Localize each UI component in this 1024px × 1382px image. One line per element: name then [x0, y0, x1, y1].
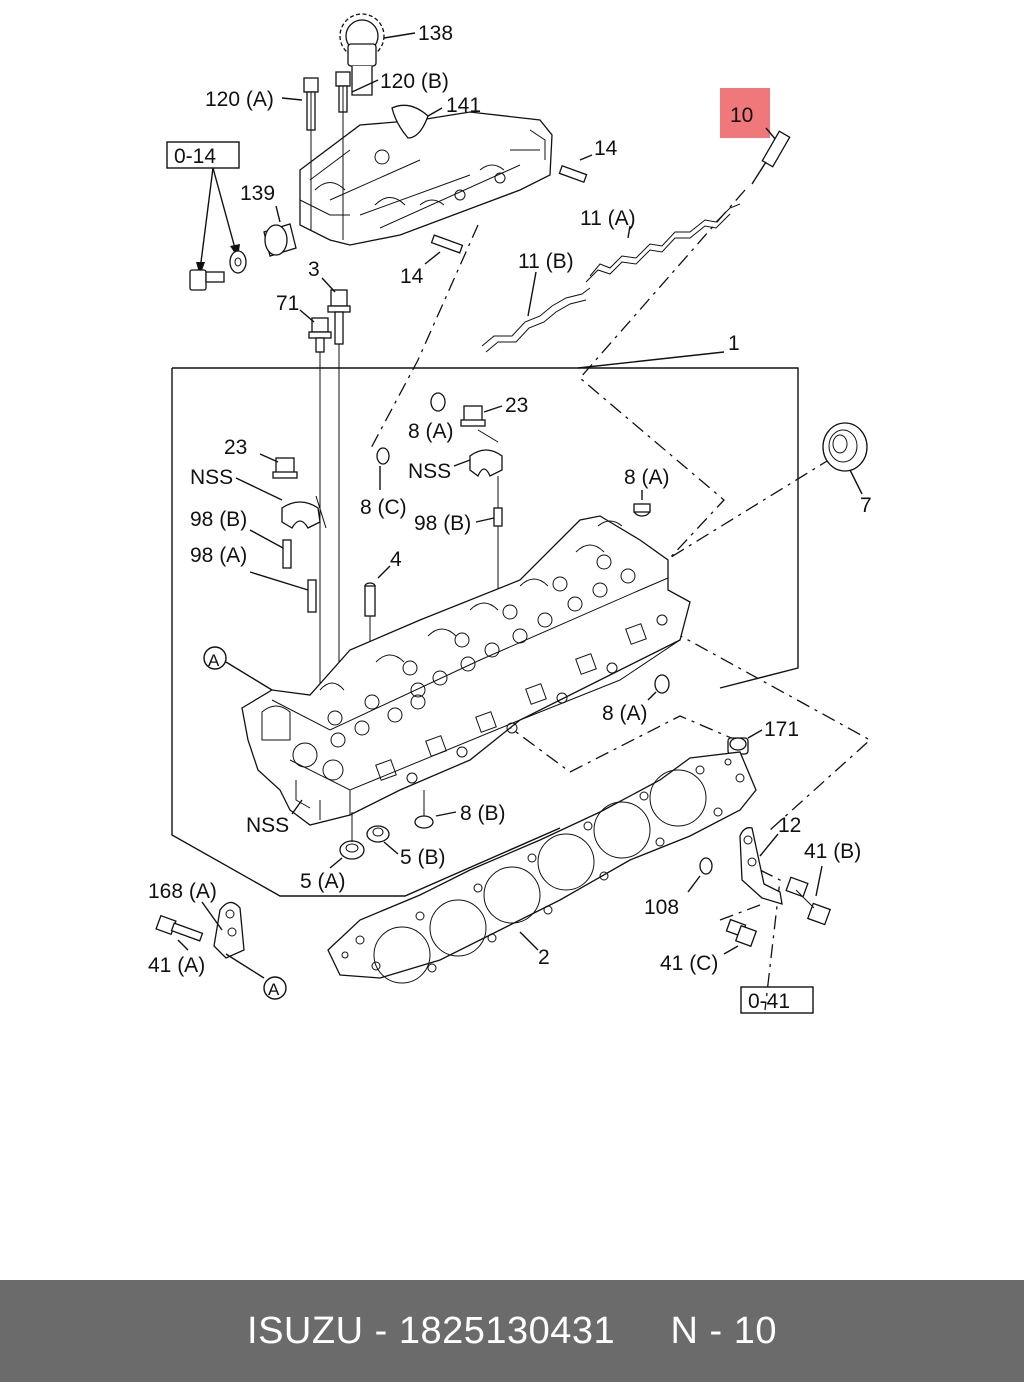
label-23-right: 23 [505, 394, 528, 417]
label-5b: 5 (B) [400, 846, 446, 869]
label-41a: 41 (A) [148, 954, 205, 977]
bolt-0-14 [189, 269, 225, 291]
nut-23-right [460, 405, 486, 427]
label-11a: 11 (A) [580, 207, 636, 230]
cap-139 [263, 223, 297, 257]
label-141: 141 [446, 94, 481, 117]
label-23-left: 23 [224, 436, 247, 459]
label-14-lower: 14 [400, 265, 424, 288]
label-98a: 98 (A) [190, 544, 247, 567]
bolt-71 [308, 317, 332, 700]
bracket-nss-left [281, 495, 327, 529]
camshaft-carrier [299, 111, 553, 246]
seal-108 [699, 857, 713, 875]
washer-0-14 [229, 250, 247, 274]
label-98b-left: 98 (B) [190, 508, 247, 531]
bracket-12 [739, 827, 783, 905]
label-a-upper: A [208, 651, 220, 670]
label-0-14: 0-14 [174, 145, 216, 168]
bolt-41c [725, 918, 758, 948]
seal-8a-upper [430, 392, 446, 412]
footer-brand: ISUZU [247, 1309, 364, 1352]
parts-diagram: 138 120 (A) 120 (B) 141 0-14 139 14 [148, 13, 872, 1014]
ref-box-0-14 [166, 141, 240, 169]
label-108: 108 [644, 896, 679, 919]
label-120b: 120 (B) [380, 70, 449, 93]
label-98b-right: 98 (B) [414, 512, 471, 535]
harness-11a [589, 203, 741, 277]
label-171: 171 [764, 718, 799, 741]
cylinder-head [241, 515, 691, 826]
glow-plug-10 [751, 130, 791, 185]
frame-left [171, 368, 561, 897]
label-11b: 11 (B) [518, 250, 574, 273]
stud-14-lower [430, 234, 464, 254]
ref-box-0-41 [740, 986, 814, 1014]
highlight-10 [720, 88, 770, 138]
gear-138 [339, 13, 385, 96]
bracket-nss-right [469, 429, 503, 590]
seal-8a-lower [654, 674, 670, 694]
footer-gap [615, 1310, 670, 1353]
label-138: 138 [418, 22, 453, 45]
marker-a-upper [203, 646, 227, 670]
frame-top [172, 367, 799, 689]
stud-98b-right [493, 507, 503, 527]
label-120a: 120 (A) [205, 88, 274, 111]
label-5a: 5 (A) [300, 870, 346, 893]
label-139: 139 [240, 182, 275, 205]
label-8c: 8 (C) [360, 496, 407, 519]
label-41b: 41 (B) [804, 840, 861, 863]
marker-a-lower [263, 976, 287, 1000]
footer-separator-2: - [698, 1309, 734, 1352]
label-8a-right: 8 (A) [624, 466, 670, 489]
label-41c: 41 (C) [660, 952, 718, 975]
seal-5a [339, 812, 365, 860]
label-nss-left: NSS [190, 466, 233, 489]
bolt-120a [303, 77, 319, 230]
label-71: 71 [276, 292, 299, 315]
label-14-upper: 14 [594, 137, 618, 160]
bolt-41b [785, 876, 832, 926]
label-4: 4 [390, 548, 402, 571]
harness-11b [481, 287, 591, 347]
bolt-41a [155, 914, 204, 942]
bracket-168a [213, 901, 245, 959]
label-10: 10 [730, 104, 753, 127]
footer-page-letter: N [670, 1309, 699, 1352]
label-8a-upper: 8 (A) [408, 420, 454, 443]
footer-page-number: 10 [733, 1309, 777, 1352]
label-nss-right: NSS [408, 460, 451, 483]
bolt-3 [327, 289, 351, 700]
footer-part-number: 1825130431 [398, 1309, 616, 1352]
label-0-41: 0-41 [748, 990, 790, 1013]
head-gasket-2 [327, 751, 757, 984]
label-7: 7 [860, 494, 872, 517]
label-1: 1 [728, 332, 740, 355]
label-8a-lower: 8 (A) [602, 702, 648, 725]
footer-separator: - [363, 1309, 399, 1352]
seal-8b [414, 790, 434, 829]
seal-8c [376, 447, 390, 465]
footer-bar: ISUZU - 1825130431 N - 10 [0, 1280, 1024, 1382]
label-3: 3 [308, 258, 320, 281]
seal-5b [366, 825, 390, 843]
seal-7 [822, 422, 868, 472]
label-8b: 8 (B) [460, 802, 506, 825]
label-2: 2 [538, 946, 550, 969]
nut-23-left [272, 457, 298, 479]
stud-98b-left [282, 539, 292, 569]
stud-14-upper [558, 164, 588, 184]
label-a-lower: A [268, 980, 280, 999]
bolt-120b [335, 71, 351, 240]
label-12: 12 [778, 814, 801, 837]
plug-141 [391, 104, 429, 139]
stud-98a [307, 579, 317, 613]
label-nss-bottom: NSS [246, 814, 289, 837]
label-168a: 168 (A) [148, 880, 217, 903]
